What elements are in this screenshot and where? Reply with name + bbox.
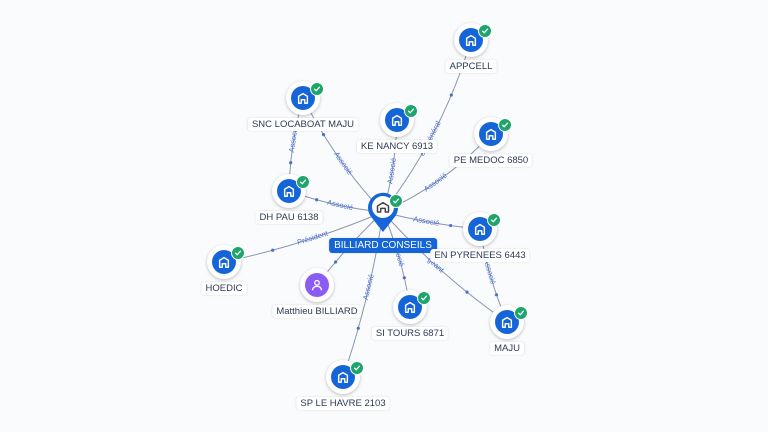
verified-check-icon (514, 306, 528, 320)
verified-check-icon (478, 24, 492, 38)
building-icon (465, 34, 477, 46)
verified-check-icon (389, 194, 403, 208)
company-badge (468, 217, 492, 241)
edge-arrow-dh-pau-6138 (315, 198, 319, 202)
center-node-label: BILLIARD CONSEILS (329, 238, 437, 253)
edge-label-en-pyrenees-6443: Associé (413, 214, 440, 227)
node-label: KE NANCY 6913 (356, 140, 438, 153)
node-badge (272, 174, 306, 208)
person-icon (311, 279, 323, 291)
edge-arrow-maju (494, 293, 499, 297)
verified-check-icon (417, 291, 431, 305)
person-avatar (305, 273, 329, 297)
verified-check-icon (404, 104, 418, 118)
building-icon (474, 223, 486, 235)
edge-arrow-si-tours-6871 (402, 276, 406, 280)
edge-label-dh-pau-6138: Associé (287, 126, 300, 153)
node-label: APPCELL (445, 60, 497, 73)
edge-arrow-appcell (449, 93, 453, 97)
node-label: DH PAU 6138 (255, 211, 323, 224)
edge-arrow-matthieu-billiard (333, 260, 338, 264)
verified-check-icon (296, 175, 310, 189)
node-label: SP LE HAVRE 2103 (296, 397, 390, 410)
node-badge (393, 290, 427, 324)
building-icon (501, 316, 513, 328)
node-label: SI TOURS 6871 (371, 327, 449, 340)
node-badge (300, 268, 334, 302)
node-label: Matthieu BILLIARD (272, 305, 362, 318)
node-label: EN PYRENEES 6443 (430, 249, 530, 262)
company-badge (277, 179, 301, 203)
building-icon (485, 128, 497, 140)
building-icon (404, 301, 416, 313)
verified-check-icon (231, 246, 245, 260)
node-badge (207, 245, 241, 279)
building-icon (297, 92, 309, 104)
building-icon (218, 256, 230, 268)
node-badge (463, 212, 497, 246)
node-label: MAJU (490, 342, 524, 355)
edge-label-ke-nancy-6913: Associé (385, 157, 398, 184)
edge-center-sp-le-havre-2103 (342, 211, 384, 378)
verified-check-icon (310, 82, 324, 96)
edge-arrow-dh-pau-6138 (289, 161, 293, 165)
node-label: PE MEDOC 6850 (449, 154, 533, 167)
building-icon (283, 185, 295, 197)
verified-check-icon (350, 361, 364, 375)
edge-center-maju (382, 211, 508, 323)
edge-arrow-en-pyrenees-6443 (449, 223, 453, 228)
edge-arrow-hoedic (271, 248, 275, 252)
building-icon (337, 371, 349, 383)
node-label: HOEDIC (201, 282, 247, 295)
edge-arrow-maju (465, 290, 469, 294)
edge-arrow-snc-locaboat-maju (321, 133, 326, 137)
building-icon (391, 114, 403, 126)
edge-arrow-sp-le-havre-2103 (356, 326, 360, 330)
node-label: SNC LOCABOAT MAJU (247, 118, 359, 131)
verified-check-icon (498, 118, 512, 132)
verified-check-icon (487, 213, 501, 227)
